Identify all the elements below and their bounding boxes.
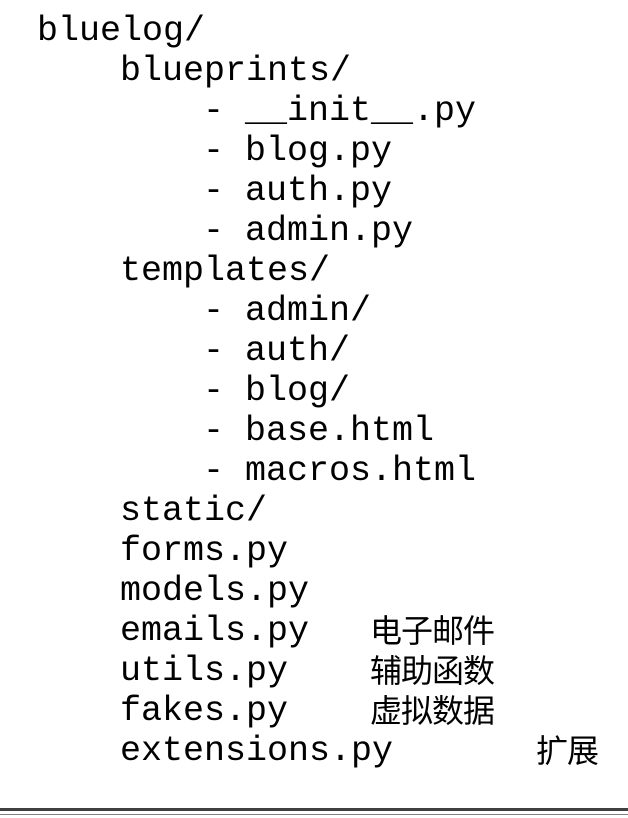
tree-line-templates-file: - macros.html (0, 451, 628, 491)
tree-line-extensions: extensions.py 扩展 (0, 731, 628, 771)
tree-line-forms: forms.py (0, 531, 628, 571)
bottom-divider (0, 808, 628, 811)
static-folder: static/ (120, 491, 268, 531)
templates-file-item: - admin/ (203, 291, 372, 331)
blueprints-file-item: - __init__.py (203, 91, 477, 131)
emails-annotation: 电子邮件 (370, 612, 495, 650)
tree-line-fakes: fakes.py 虚拟数据 (0, 691, 628, 731)
templates-folder: templates/ (120, 251, 331, 291)
directory-tree: bluelog/ blueprints/ - __init__.py - blo… (0, 11, 628, 771)
tree-line-blueprints-file: - admin.py (0, 211, 628, 251)
blueprints-folder: blueprints/ (120, 51, 352, 91)
blueprints-file-item: - blog.py (203, 131, 393, 171)
bottom-divider-thin (0, 814, 628, 815)
blueprints-file-item: - auth.py (203, 171, 393, 211)
tree-line-templates-file: - auth/ (0, 331, 628, 371)
tree-line-emails: emails.py 电子邮件 (0, 611, 628, 651)
emails-file: emails.py (120, 611, 310, 651)
tree-line-blueprints-file: - auth.py (0, 171, 628, 211)
blueprints-file-item: - admin.py (203, 211, 414, 251)
tree-root-line: bluelog/ (0, 11, 628, 51)
tree-line-templates-file: - blog/ (0, 371, 628, 411)
templates-file-item: - macros.html (203, 451, 477, 491)
templates-file-item: - auth/ (203, 331, 351, 371)
tree-line-utils: utils.py 辅助函数 (0, 651, 628, 691)
forms-file: forms.py (120, 531, 289, 571)
extensions-annotation: 扩展 (536, 732, 599, 770)
tree-line-blueprints: blueprints/ (0, 51, 628, 91)
extensions-file: extensions.py (120, 731, 394, 771)
templates-file-item: - base.html (203, 411, 435, 451)
root-folder: bluelog/ (37, 11, 206, 51)
tree-line-models: models.py (0, 571, 628, 611)
tree-line-templates-file: - base.html (0, 411, 628, 451)
tree-line-templates-file: - admin/ (0, 291, 628, 331)
tree-line-static: static/ (0, 491, 628, 531)
models-file: models.py (120, 571, 310, 611)
templates-file-item: - blog/ (203, 371, 351, 411)
fakes-file: fakes.py (120, 691, 289, 731)
fakes-annotation: 虚拟数据 (370, 692, 495, 730)
tree-line-templates: templates/ (0, 251, 628, 291)
utils-annotation: 辅助函数 (370, 652, 495, 690)
utils-file: utils.py (120, 651, 289, 691)
tree-line-blueprints-file: - __init__.py (0, 91, 628, 131)
tree-line-blueprints-file: - blog.py (0, 131, 628, 171)
